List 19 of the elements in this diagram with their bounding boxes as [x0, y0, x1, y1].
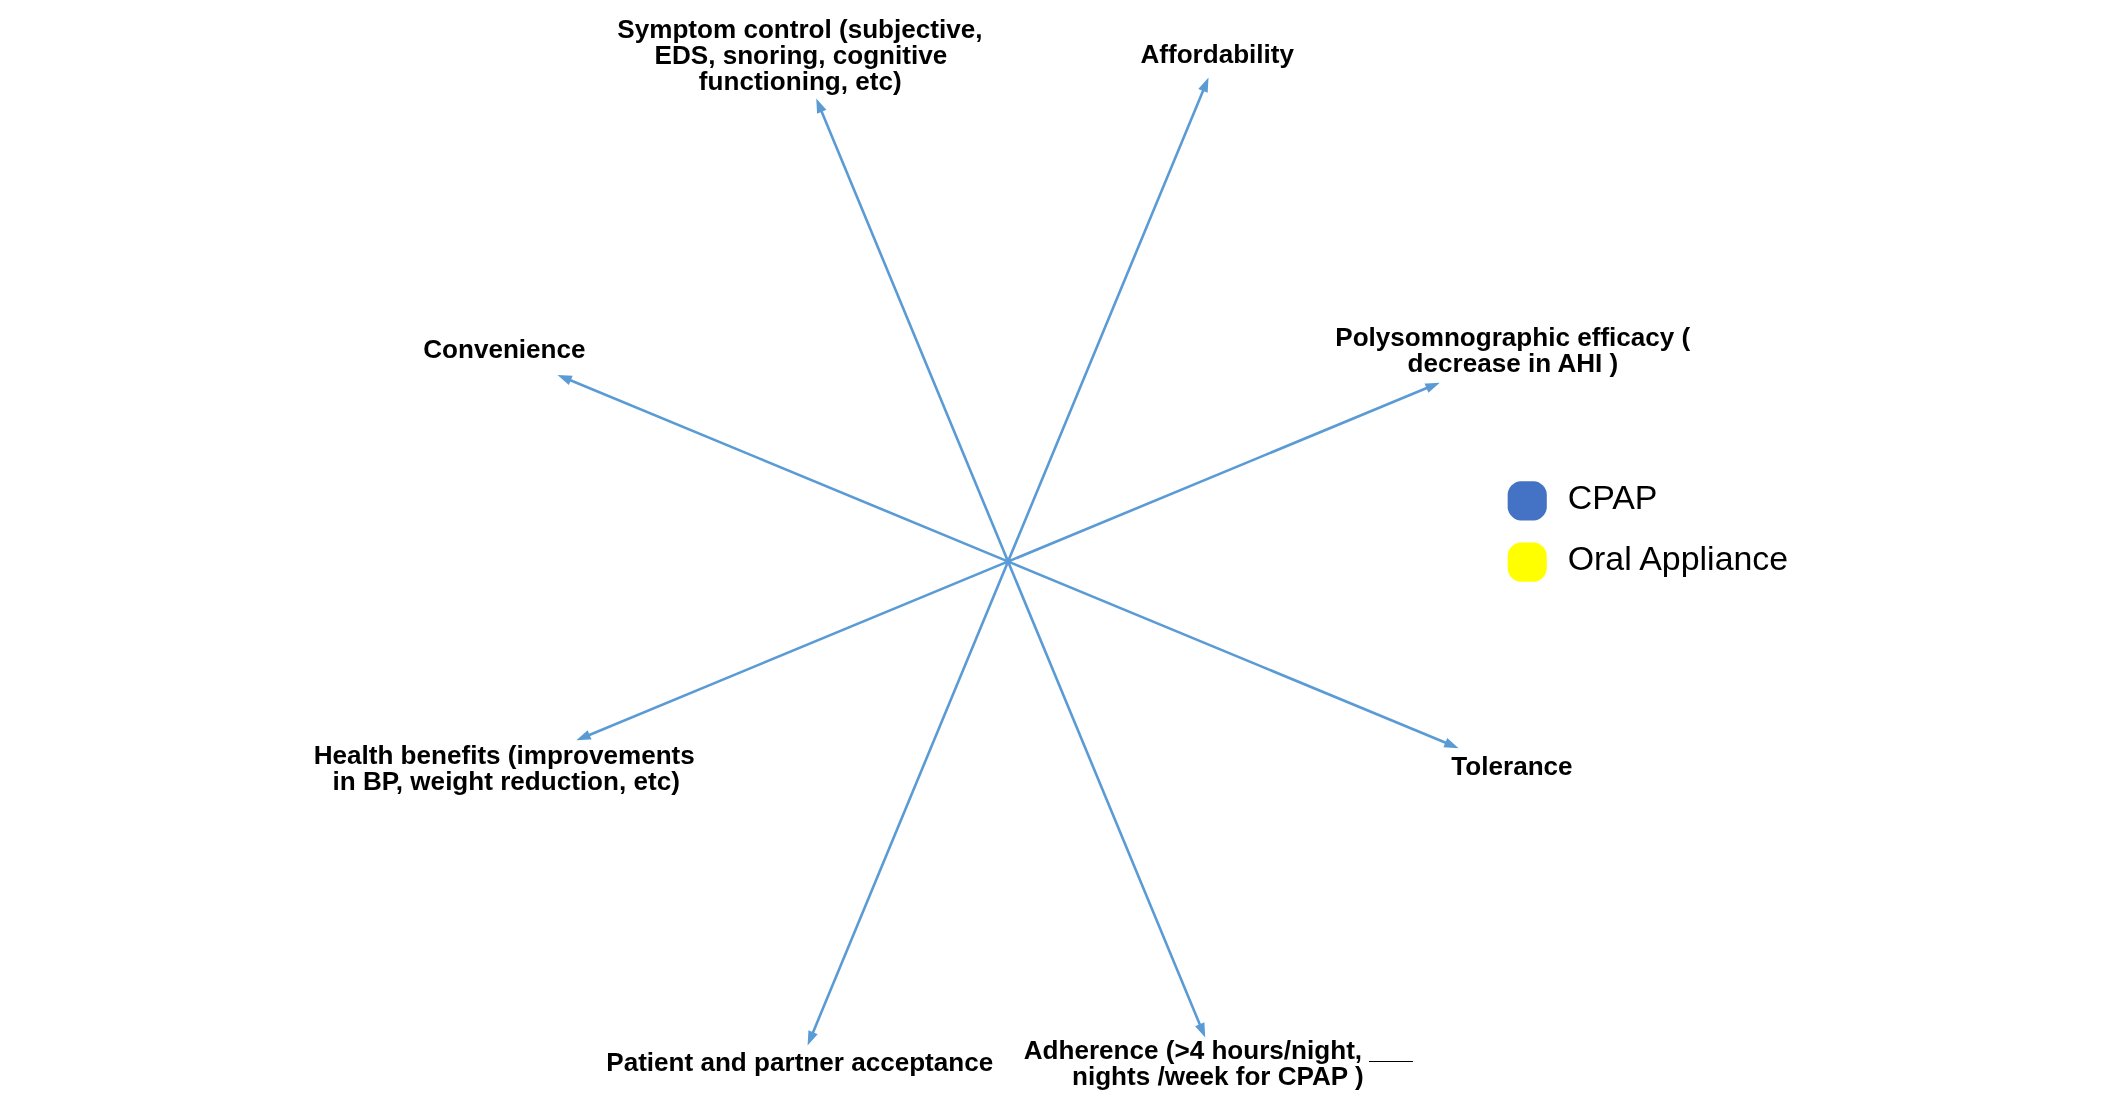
arrow	[815, 98, 1008, 560]
legend-label: CPAP	[1567, 478, 1657, 517]
arrow	[575, 561, 1006, 741]
node-text: Affordability	[1139, 38, 1294, 69]
legend-label: Oral Appliance	[1567, 539, 1788, 578]
arrow	[1009, 561, 1459, 749]
node-text: Symptom control (subjective, EDS, snoring, cognitive functioning, etc)	[616, 14, 983, 97]
node-text: Health benefits (improvements in BP, weight reduction, etc)	[313, 739, 695, 796]
node-point	[1004, 558, 1011, 565]
arrow	[1009, 382, 1440, 562]
node-text: Patient and partner acceptance	[605, 1046, 993, 1077]
arrow	[1007, 77, 1208, 560]
node-text: Adherence (>4 hours/night, ___ nights /week for CPAP )	[1023, 1034, 1413, 1092]
arrow	[807, 563, 1008, 1046]
node-text: Tolerance	[1450, 751, 1573, 782]
node-text: Convenience	[422, 334, 586, 364]
node-text: Polysomnographic efficacy ( decrease in AHI )	[1334, 322, 1690, 379]
arrow	[556, 374, 1006, 562]
arrow	[1007, 563, 1205, 1038]
